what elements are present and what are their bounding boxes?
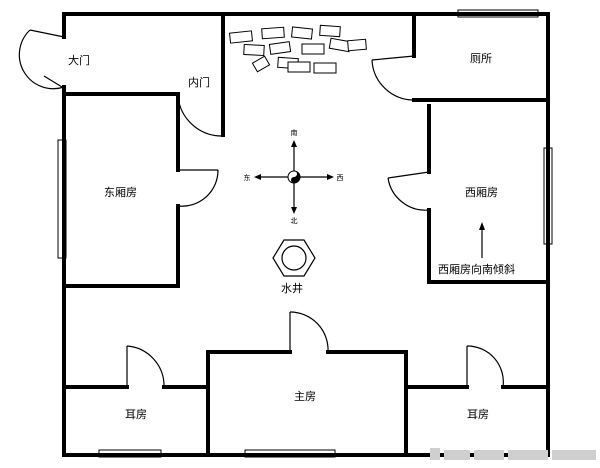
left-bottom-wall xyxy=(62,85,550,457)
label-west-wing: 西厢房 xyxy=(465,186,498,199)
west-wing-door xyxy=(387,177,430,211)
well xyxy=(272,239,316,277)
label-main-room: 主房 xyxy=(294,390,316,403)
arrow-up-icon xyxy=(479,222,485,230)
label-ear-room-left: 耳房 xyxy=(125,408,147,421)
arrow-up-icon xyxy=(291,140,297,147)
label-well: 水井 xyxy=(281,281,303,295)
main-room-door xyxy=(289,311,329,353)
arrow-down-icon xyxy=(291,207,297,214)
arrow-left-icon xyxy=(254,174,261,180)
label-inner-gate: 内门 xyxy=(188,75,210,89)
compass-west: 西 xyxy=(337,174,344,182)
main-gate-door xyxy=(18,29,65,90)
east-wing-door xyxy=(177,169,219,207)
label-main-gate: 大门 xyxy=(68,53,90,67)
label-east-wing: 东厢房 xyxy=(104,186,137,199)
top-wall xyxy=(62,12,550,39)
label-west-wing-note: 西厢房向南倾斜 xyxy=(438,262,515,276)
interior-walls xyxy=(62,12,548,455)
label-toilet: 厕所 xyxy=(470,52,492,65)
inner-gate-door xyxy=(177,95,223,137)
ear-left-door xyxy=(126,345,165,388)
watermark xyxy=(430,448,596,460)
tilt-arrow xyxy=(479,222,485,258)
room-labels: 大门 内门 厕所 东厢房 西厢房 西厢房向南倾斜 水井 主房 耳房 耳房 xyxy=(68,52,515,421)
compass-east: 东 xyxy=(244,173,251,182)
label-ear-room-right: 耳房 xyxy=(467,408,489,421)
compass: 南 北 东 西 xyxy=(244,128,344,225)
rockery xyxy=(228,24,367,74)
doors xyxy=(18,29,504,388)
toilet-door xyxy=(371,59,415,101)
compass-north: 北 xyxy=(291,217,298,225)
outer-walls xyxy=(62,12,550,457)
well-circle-icon xyxy=(281,245,307,271)
arrow-right-icon xyxy=(327,174,334,180)
well-hexagon-icon xyxy=(272,239,316,277)
compass-south: 南 xyxy=(291,128,298,137)
ear-right-door xyxy=(466,345,504,388)
